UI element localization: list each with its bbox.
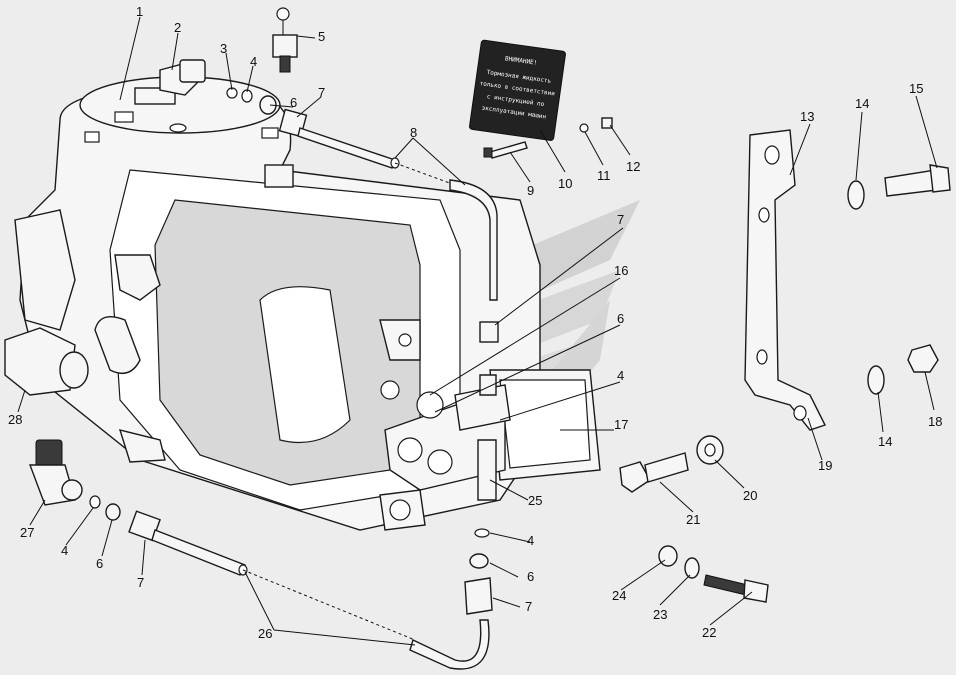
callout-labels: 1 2 3 4 5 6 7 8 9 10 11 12 13 14 15 7 16…	[8, 4, 942, 646]
nut-18	[907, 344, 939, 373]
callout-1: 1	[136, 4, 143, 19]
washer-20-hole	[704, 443, 716, 457]
callout-17: 17	[614, 417, 628, 432]
nut-6-top	[259, 95, 277, 115]
callout-27: 27	[20, 525, 34, 540]
callout-10: 10	[558, 176, 572, 191]
callout-26: 26	[258, 626, 272, 641]
bracket-19	[744, 129, 826, 431]
bolt-22	[703, 574, 769, 603]
washer-11	[579, 123, 589, 133]
nut-6-bottom	[469, 553, 489, 569]
callout-4-right: 4	[617, 368, 624, 383]
callout-19: 19	[818, 458, 832, 473]
fitting-7-bottom	[464, 577, 493, 615]
plate-title: ВНИМАНИЕ!	[504, 55, 537, 66]
callout-25: 25	[528, 493, 542, 508]
callout-6-bottom: 6	[527, 569, 534, 584]
washer-14-top	[847, 180, 865, 210]
screw-9	[483, 141, 528, 159]
callout-7-left: 7	[137, 575, 144, 590]
callout-11: 11	[597, 168, 611, 183]
callout-3: 3	[220, 41, 227, 56]
elbow-fitting-27	[28, 439, 83, 506]
callout-20: 20	[743, 488, 757, 503]
nut-12	[601, 117, 613, 129]
callout-16: 16	[614, 263, 628, 278]
callout-28: 28	[8, 412, 22, 427]
callout-6-top: 6	[290, 95, 297, 110]
callout-4-bottom: 4	[527, 533, 534, 548]
callout-7-top: 7	[318, 85, 325, 100]
callout-4-left: 4	[61, 543, 68, 558]
callout-5: 5	[318, 29, 325, 44]
callout-13: 13	[800, 109, 814, 124]
ring-4-left	[89, 495, 101, 509]
callout-23: 23	[653, 607, 667, 622]
warning-plate: ВНИМАНИЕ! Тормозная жидкость только в со…	[469, 39, 566, 141]
callout-15: 15	[909, 81, 923, 96]
callout-21: 21	[686, 512, 700, 527]
callout-7-right: 7	[617, 212, 624, 227]
elbow-fitting-top	[159, 59, 206, 96]
washer-23	[684, 557, 700, 579]
fitting-28	[4, 327, 89, 396]
pressure-sensor	[272, 7, 298, 73]
callout-14-bottom: 14	[878, 434, 892, 449]
callout-24: 24	[612, 588, 626, 603]
callout-18: 18	[928, 414, 942, 429]
callout-8: 8	[410, 125, 417, 140]
bolt-15	[884, 164, 951, 197]
ring-4-bottom	[474, 528, 490, 538]
nut-6-left	[105, 503, 121, 521]
callout-9: 9	[527, 183, 534, 198]
callout-6-left: 6	[96, 556, 103, 571]
bolt-21	[619, 452, 689, 493]
callout-14-top: 14	[855, 96, 869, 111]
callout-12: 12	[626, 159, 640, 174]
callout-7-bottom: 7	[525, 599, 532, 614]
tube-8	[278, 108, 499, 343]
tube-26	[128, 510, 490, 670]
washer-14-bottom	[867, 365, 885, 395]
callout-4-top: 4	[250, 54, 257, 69]
callout-22: 22	[702, 625, 716, 640]
main-housing	[14, 76, 541, 531]
callout-6-right: 6	[617, 311, 624, 326]
washer-24	[658, 545, 678, 567]
callout-2: 2	[174, 20, 181, 35]
